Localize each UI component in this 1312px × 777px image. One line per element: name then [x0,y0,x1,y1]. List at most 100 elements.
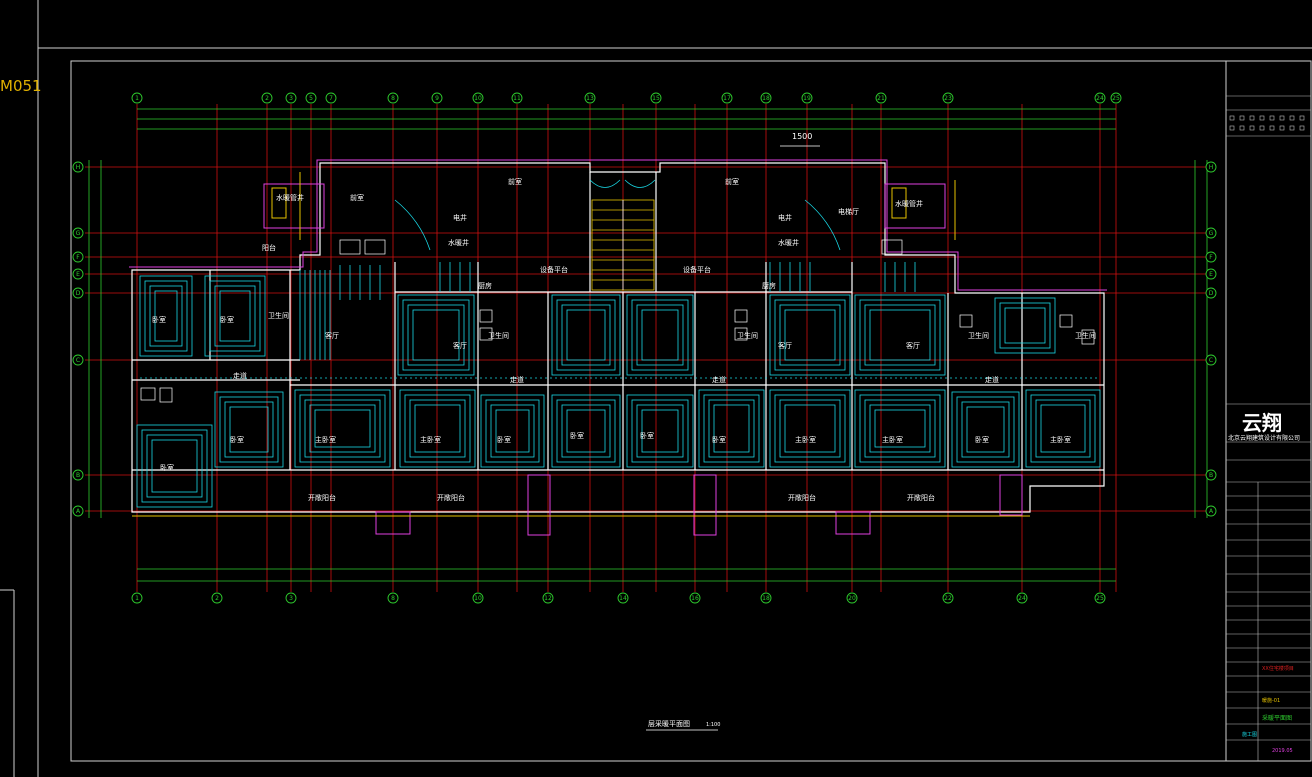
axis-letter: A [1209,508,1214,515]
dimension-1500: 1500 [792,132,812,141]
axis-letter: D [76,290,81,297]
room-label: 走道 [985,375,999,384]
axis-letter: C [76,357,80,364]
room-label: 卧室 [640,431,654,440]
axis-label: 19 [803,95,811,102]
stage-label: 施工图 [1242,731,1257,738]
axis-letter: C [1209,357,1213,364]
axis-letter: H [76,164,81,171]
room-label: 开敞阳台 [308,493,336,502]
axis-letter: F [1209,254,1213,261]
axis-letter: B [1209,472,1213,479]
room-label: 客厅 [778,341,792,350]
axis-label: 23 [944,95,952,102]
room-label: 客厅 [906,341,920,350]
building-walls [131,162,1105,513]
drawing-title-text: 层采暖平面图 [648,719,690,728]
axis-label: 25 [1096,595,1104,602]
title-block [1226,95,1311,761]
room-labels: 前室 前室 前室 电梯厅 水暖管井 水暖管井 设备平台 设备平台 电井 水暖井 … [152,177,1096,502]
room-label: 客厅 [453,341,467,350]
axis-label: 5 [309,95,313,102]
room-label: 卫生间 [737,331,758,340]
room-label: 设备平台 [540,265,568,274]
company-logo: 云翔 [1242,411,1282,435]
axis-label: 15 [652,95,660,102]
axis-label: 2 [265,95,269,102]
axis-letter: B [76,472,80,479]
wall-accent-yellow [132,172,1030,517]
room-label: 客厅 [325,331,339,340]
axis-letter: A [76,508,81,515]
axis-label: 3 [289,95,293,102]
axis-label: 12 [544,595,552,602]
room-label: 卧室 [220,315,234,324]
axis-bubbles-bottom [131,592,1106,604]
room-label: 主卧室 [315,435,336,444]
room-label: 厨房 [478,281,492,290]
axis-letter: G [76,230,81,237]
room-label: 卧室 [497,435,511,444]
room-label: 主卧室 [882,435,903,444]
axis-letter: E [1209,271,1213,278]
axis-label: 14 [619,595,627,602]
project-name: XX住宅楼项目 [1262,665,1294,672]
axis-label: 7 [329,95,333,102]
room-label: 卧室 [152,315,166,324]
room-label: 水暖井 [448,238,469,247]
room-label: 厨房 [762,281,776,290]
axis-label: 25 [1112,95,1120,102]
axis-letter-labels: H G F E D C B A H G F E D C B A [76,164,1214,515]
axis-label: 10 [474,95,482,102]
axis-label: 1 [135,95,139,102]
axis-label: 9 [435,95,439,102]
axis-letter: G [1209,230,1214,237]
room-label: 卧室 [230,435,244,444]
drawing-title: 层采暖平面图 1:100 [646,719,720,731]
fixtures [140,239,1095,403]
room-label: 前室 [508,177,522,186]
room-label: 开敞阳台 [907,493,935,502]
axis-label: 21 [877,95,885,102]
axis-bubble-labels-bottom: 1 2 3 8 10 12 14 16 18 20 22 24 25 [135,595,1104,602]
axis-bubbles-top [131,92,1122,104]
dimension-lines [88,108,1208,582]
room-label: 设备平台 [683,265,711,274]
axis-letter: H [1209,164,1214,171]
axis-bubbles-side [72,161,1217,517]
room-label: 开敞阳台 [788,493,816,502]
axis-letter: F [76,254,80,261]
left-sheet-tag: M051 [0,77,42,95]
axis-letter: D [1209,290,1214,297]
room-label: 走道 [233,371,247,380]
axis-bubble-labels-top: 1 2 3 5 7 8 9 10 11 13 15 17 18 19 21 23… [135,95,1120,102]
room-label: 卧室 [570,431,584,440]
room-label: 主卧室 [795,435,816,444]
room-label: 走道 [712,375,726,384]
axis-label: 24 [1096,95,1104,102]
axis-label: 3 [289,595,293,602]
stair-core [591,199,655,291]
axis-letter: E [76,271,80,278]
company-subtitle: 北京云翔建筑设计有限公司 [1228,434,1300,442]
drawing-scale: 1:100 [706,722,720,728]
room-label: 前室 [350,193,364,202]
room-label: 前室 [725,177,739,186]
room-label: 电井 [778,213,792,222]
room-label: 开敞阳台 [437,493,465,502]
room-label: 卫生间 [488,331,509,340]
sheet-title: 采暖平面图 [1262,714,1292,722]
axis-label: 18 [762,95,770,102]
room-label: 水暖管井 [895,199,923,208]
axis-label: 16 [691,595,699,602]
room-label: 卧室 [975,435,989,444]
room-label: 水暖管井 [276,193,304,202]
room-label: 电井 [453,213,467,222]
axis-label: 13 [586,95,594,102]
room-label: 卫生间 [268,311,289,320]
axis-label: 22 [944,595,952,602]
axis-label: 17 [723,95,731,102]
drawing-number: 暖施-01 [1262,697,1280,704]
axis-label: 24 [1018,595,1026,602]
